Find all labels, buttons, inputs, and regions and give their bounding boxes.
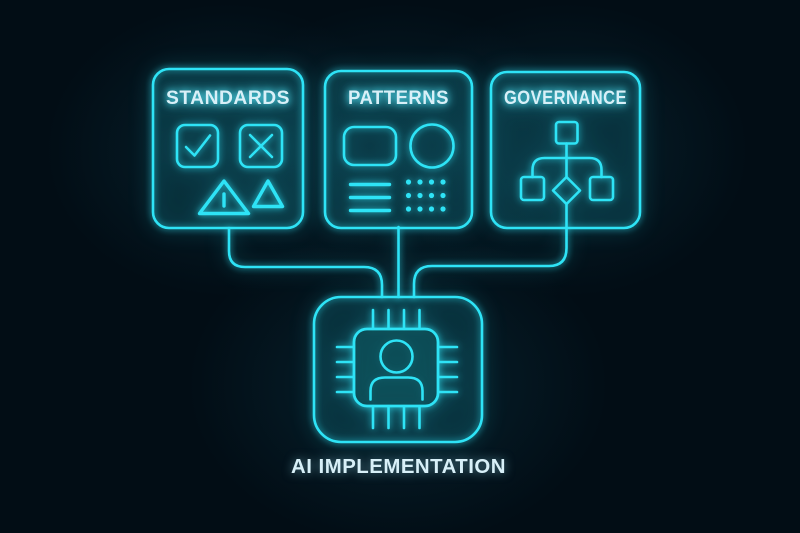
- node-patterns: PATTERNS: [323, 69, 474, 230]
- node-standards: STANDARDS: [151, 67, 305, 230]
- standards-title: STANDARDS: [166, 88, 290, 109]
- patterns-box: [323, 69, 474, 230]
- warning-triangle-icon: [197, 179, 251, 216]
- plain-triangle-icon: [251, 179, 285, 209]
- crossed-checkbox-icon: [238, 123, 284, 169]
- connectors: [227, 225, 568, 299]
- chip-pins: [335, 308, 459, 430]
- hierarchy-flowchart-icon: [519, 120, 615, 230]
- implementation-caption: AI IMPLEMENTATION: [291, 455, 506, 478]
- circle-icon: [409, 123, 455, 169]
- menu-lines-icon: [348, 182, 392, 213]
- user-icon: [369, 339, 424, 401]
- node-governance: GOVERNANCE: [489, 70, 642, 230]
- connector-governance: [412, 226, 568, 299]
- node-implementation: [312, 295, 484, 444]
- connector-standards: [227, 226, 384, 299]
- chip-body: [352, 327, 440, 408]
- cpu-chip-user-icon: [335, 308, 459, 430]
- rounded-rectangle-icon: [342, 125, 398, 167]
- patterns-title: PATTERNS: [348, 88, 449, 109]
- checked-checkbox-icon: [175, 123, 220, 169]
- dot-grid-icon: [405, 179, 446, 212]
- governance-title: GOVERNANCE: [504, 88, 627, 109]
